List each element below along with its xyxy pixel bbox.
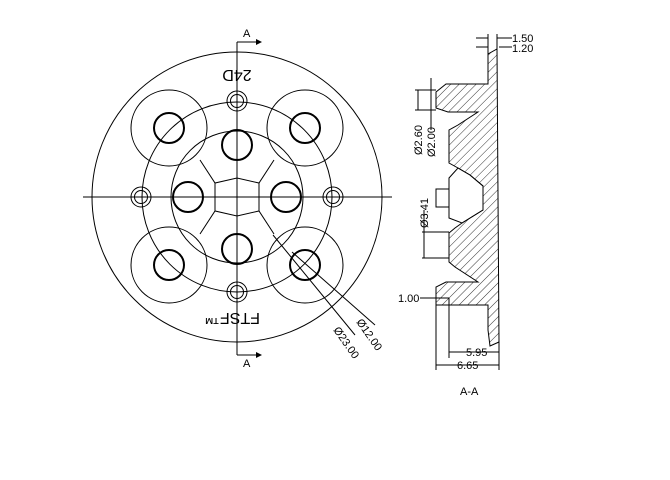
dim-d12: Ø12.00 xyxy=(354,317,385,353)
large-holes xyxy=(153,112,321,281)
dim-1-20: 1.20 xyxy=(512,43,533,55)
center-stub xyxy=(435,188,450,208)
section-view: 1.50 1.20 Ø2.60 Ø2.00 Ø3.41 1.00 5.95 6.… xyxy=(398,33,533,398)
dim-6-65: 6.65 xyxy=(457,360,478,372)
engraving-24d: 24D xyxy=(222,66,251,83)
mid-ring xyxy=(141,101,333,293)
section-title: A-A xyxy=(460,386,479,398)
leader-d12 xyxy=(272,234,356,336)
dim-d3-41: Ø3.41 xyxy=(419,198,431,228)
inner-web xyxy=(199,210,275,235)
section-label-bottom: A xyxy=(243,358,251,370)
section-label-top: A xyxy=(243,28,251,40)
lobe-circle xyxy=(130,89,208,167)
front-view: A A 24D FTS xyxy=(83,28,392,370)
lobe-circle xyxy=(130,226,208,304)
dim-d2-00: Ø2.00 xyxy=(426,127,438,157)
dim-1-50: 1.50 xyxy=(512,33,533,45)
section-profile xyxy=(435,48,500,347)
leader-d23 xyxy=(291,251,376,326)
inner-web xyxy=(199,159,275,184)
center-cavity xyxy=(448,167,484,224)
lobe-circle xyxy=(266,226,344,304)
dim-d2-60: Ø2.60 xyxy=(413,125,425,155)
dim-d23: Ø23.00 xyxy=(331,325,362,361)
small-holes xyxy=(130,90,344,303)
lobe-circle xyxy=(266,89,344,167)
engraving-ftsf: FTSF™ xyxy=(204,309,260,326)
dim-1-00: 1.00 xyxy=(398,293,419,305)
dim-5-95: 5.95 xyxy=(466,347,487,359)
